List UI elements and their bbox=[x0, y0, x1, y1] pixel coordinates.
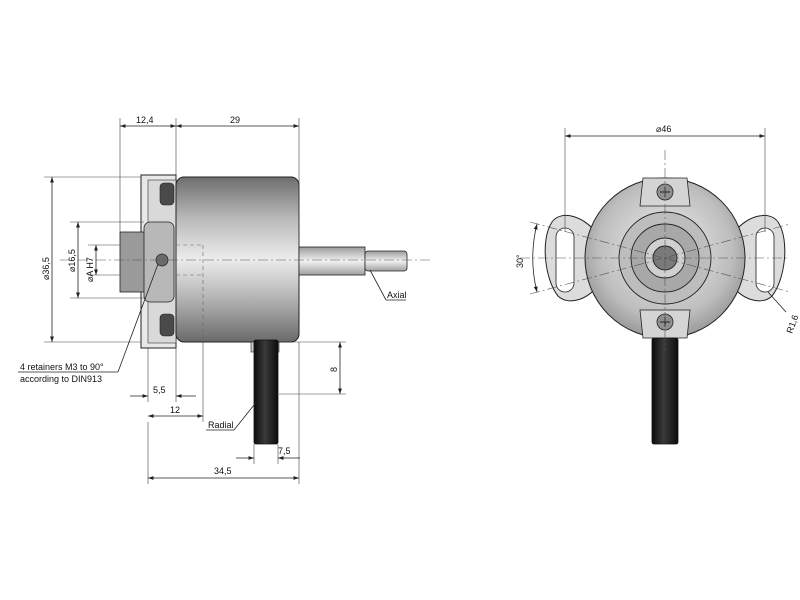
dim-34-5: 34,5 bbox=[214, 466, 232, 476]
dim-7-5: 7,5 bbox=[278, 446, 291, 456]
front-view bbox=[520, 150, 791, 445]
side-axial-cable bbox=[364, 250, 408, 272]
side-radial-cable bbox=[253, 339, 279, 445]
dim-12-4: 12,4 bbox=[136, 115, 154, 125]
dim-r1-6: R1,6 bbox=[784, 313, 800, 334]
label-axial: Axial bbox=[387, 290, 407, 300]
side-hub bbox=[119, 231, 147, 293]
dim-30-deg: 30° bbox=[515, 254, 525, 268]
side-screw-top bbox=[159, 182, 175, 206]
side-body bbox=[175, 176, 300, 343]
side-axial-shaft bbox=[298, 246, 366, 276]
dim-36-5: ⌀36,5 bbox=[41, 257, 51, 280]
dim-a-h7: ⌀A H7 bbox=[85, 257, 95, 282]
label-radial: Radial bbox=[208, 420, 234, 430]
label-retainers-line2: according to DIN913 bbox=[20, 374, 102, 384]
side-dimensions: 12,4 29 ⌀36,5 ⌀16,5 ⌀A H7 5,5 12 bbox=[18, 115, 407, 484]
side-view bbox=[60, 174, 430, 445]
dim-16-5: ⌀16,5 bbox=[67, 249, 77, 272]
front-tether-right-slot bbox=[755, 227, 775, 293]
dim-46: ⌀46 bbox=[656, 124, 671, 134]
front-cable bbox=[651, 337, 679, 445]
dim-8: 8 bbox=[329, 367, 339, 372]
label-retainers-line1: 4 retainers M3 to 90° bbox=[20, 362, 104, 372]
dim-12: 12 bbox=[170, 405, 180, 415]
dim-5-5: 5,5 bbox=[153, 385, 166, 395]
side-screw-bottom bbox=[159, 313, 175, 337]
front-tether-left-slot bbox=[555, 227, 575, 293]
dim-29: 29 bbox=[230, 115, 240, 125]
